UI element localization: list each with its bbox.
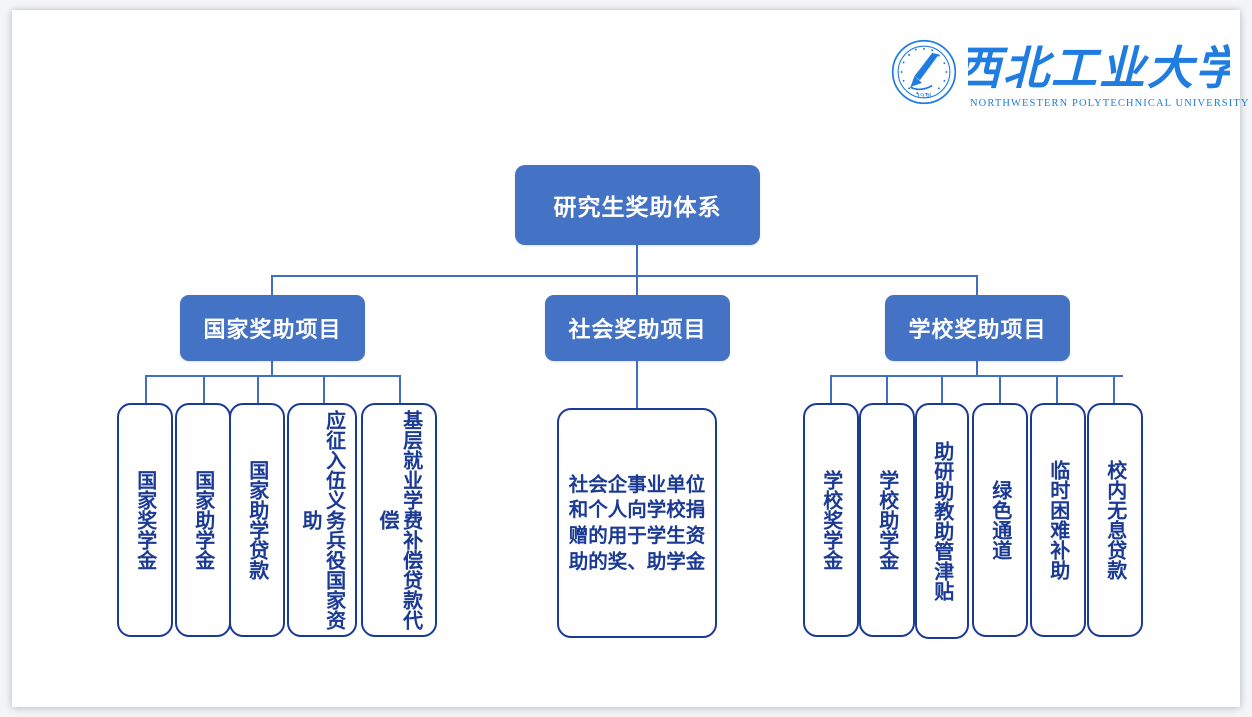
connector-branch-0-drop	[271, 275, 273, 296]
root-node[interactable]: 研究生奖助体系	[515, 165, 760, 245]
connector-leafbus-2	[830, 375, 1123, 377]
leaf-label: 国家助学金	[191, 470, 216, 570]
leaf-green-channel[interactable]: 绿色通道	[972, 403, 1028, 637]
leaf-label: 国家奖学金	[133, 470, 158, 570]
nwpu-emblem-icon: 1938	[891, 39, 957, 105]
leaf-label: 应征入伍义务兵役国家资助	[299, 410, 347, 630]
connector-leafbus-0	[145, 375, 400, 377]
branch-node-label: 社会奖助项目	[568, 318, 707, 343]
connector-branch-1-stem	[636, 361, 638, 409]
connector-leaf-2-2	[941, 375, 943, 403]
connector-branch-2-stem	[976, 361, 978, 376]
leaf-school-grant[interactable]: 学校助学金	[859, 403, 915, 637]
leaf-label: 社会企事业单位和个人向学校捐赠的用于学生资助的奖、助学金	[568, 472, 706, 573]
leaf-national-student-loan[interactable]: 国家助学贷款	[229, 403, 285, 637]
root-node-label: 研究生奖助体系	[553, 195, 722, 221]
leaf-temporary-hardship-subsidy[interactable]: 临时困难补助	[1030, 403, 1086, 637]
leaf-label: 国家助学贷款	[245, 460, 270, 580]
leaf-grassroots-tuition-compensation[interactable]: 基层就业学费补偿贷款代偿	[361, 403, 437, 637]
connector-root-stem	[636, 245, 638, 276]
leaf-label: 绿色通道	[988, 480, 1013, 560]
connector-leaf-2-5	[1113, 375, 1115, 403]
leaf-label: 学校奖学金	[819, 470, 844, 570]
leaf-campus-interest-free-loan[interactable]: 校内无息贷款	[1087, 403, 1143, 637]
branch-node-social[interactable]: 社会奖助项目	[545, 295, 730, 361]
connector-branch-2-drop	[976, 275, 978, 296]
leaf-assistantship-allowance[interactable]: 助研助教助管津贴	[915, 403, 969, 639]
connector-branch-1-drop	[636, 275, 638, 296]
leaf-military-service-aid[interactable]: 应征入伍义务兵役国家资助	[287, 403, 357, 637]
branch-node-label: 国家奖助项目	[203, 318, 342, 343]
branch-node-school[interactable]: 学校奖助项目	[885, 295, 1070, 361]
svg-text:1938: 1938	[917, 91, 932, 100]
branch-node-label: 学校奖助项目	[908, 318, 1047, 343]
logo-chinese-name: 西北工业大学	[955, 40, 1245, 96]
logo-chinese-text: 西北工业大学	[968, 41, 1230, 95]
leaf-label: 学校助学金	[875, 470, 900, 570]
connector-branch-0-stem	[271, 361, 273, 376]
leaf-label: 校内无息贷款	[1103, 460, 1128, 580]
leaf-label: 基层就业学费补偿贷款代偿	[376, 410, 424, 630]
leaf-school-scholarship[interactable]: 学校奖学金	[803, 403, 859, 637]
connector-leaf-0-1	[203, 375, 205, 403]
leaf-label: 助研助教助管津贴	[930, 441, 955, 601]
university-logo: 1938 西北工业大学 NORTHWESTERN POLYTECHNICAL U…	[890, 36, 1250, 116]
connector-leaf-2-3	[999, 375, 1001, 403]
connector-leaf-0-4	[399, 375, 401, 403]
leaf-label: 临时困难补助	[1046, 460, 1071, 580]
connector-leaf-2-1	[886, 375, 888, 403]
connector-leaf-2-0	[830, 375, 832, 403]
connector-leaf-2-4	[1056, 375, 1058, 403]
leaf-national-grant[interactable]: 国家助学金	[175, 403, 231, 637]
leaf-social-donation-funds[interactable]: 社会企事业单位和个人向学校捐赠的用于学生资助的奖、助学金	[557, 408, 717, 638]
connector-leaf-0-0	[145, 375, 147, 403]
connector-leaf-0-3	[323, 375, 325, 403]
slide: 1938 西北工业大学 NORTHWESTERN POLYTECHNICAL U…	[12, 10, 1250, 707]
connector-level1-bus	[271, 275, 978, 277]
branch-node-national[interactable]: 国家奖助项目	[180, 295, 365, 361]
connector-leaf-0-2	[257, 375, 259, 403]
leaf-national-scholarship[interactable]: 国家奖学金	[117, 403, 173, 637]
logo-english-name: NORTHWESTERN POLYTECHNICAL UNIVERSITY	[970, 98, 1250, 109]
